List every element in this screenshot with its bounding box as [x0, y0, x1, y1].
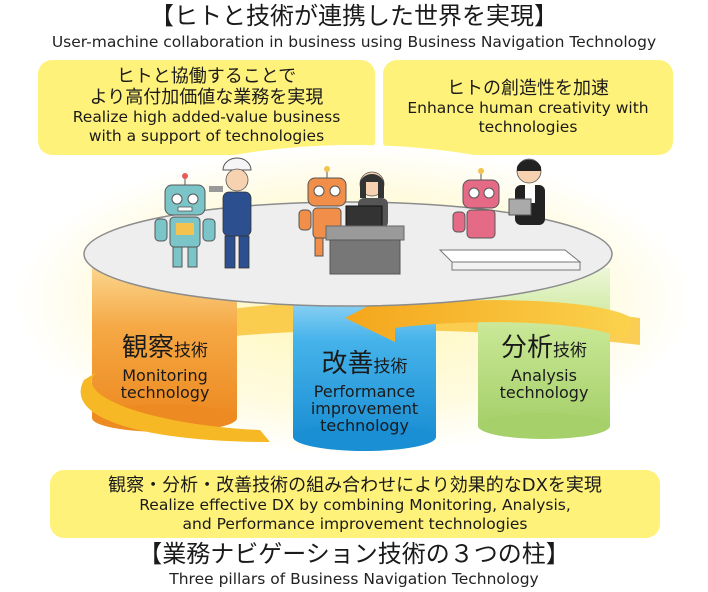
pillar-analysis-en-line1: Analysis — [511, 366, 577, 385]
callout-bottom-en-line1: Realize effective DX by combining Monito… — [139, 496, 571, 514]
callout-left-en-line1: Realize high added-value business — [72, 108, 341, 126]
robot-teal — [154, 173, 216, 268]
cycle-arrow-front — [80, 372, 270, 442]
callout-left-jp-line1: ヒトと協働することで — [116, 66, 297, 87]
worker-person — [209, 157, 252, 269]
man-with-tablet — [508, 158, 545, 225]
woman-at-desk — [325, 171, 405, 275]
pillar-monitoring-en-line2: technology — [120, 383, 210, 402]
callout-bottom-jp-line1: 観察・分析・改善技術の組み合わせにより効果的なDXを実現 — [108, 475, 602, 496]
pillar-analysis-en-line2: technology — [499, 383, 589, 402]
pillar-improvement: 改善技術 Performance improvement technology — [293, 348, 436, 434]
pillar-improvement-en-line3: technology — [320, 416, 409, 435]
page-subtitle: User-machine collaboration in business u… — [51, 33, 657, 51]
callout-left-en-line2: with a support of technologies — [88, 127, 325, 145]
pillar-improvement-en-line2: improvement — [310, 399, 419, 418]
footer-title: 【業務ナビゲーション技術の３つの柱】 — [138, 540, 570, 568]
pillar-analysis-jp: 分析技術 — [500, 333, 587, 363]
pillar-monitoring: 観察技術 Monitoring technology — [95, 332, 235, 401]
callout-right-en-line2: technologies — [478, 118, 578, 136]
pillar-monitoring-jp: 観察技術 — [121, 333, 208, 363]
callout-bottom-en-line2: and Performance improvement technologies — [182, 515, 528, 533]
callout-high-value-business: ヒトと協働することで より高付加価値な業務を実現 Realize high ad… — [38, 60, 375, 155]
callout-human-creativity: ヒトの創造性を加速 Enhance human creativity with … — [383, 60, 673, 155]
white-table — [438, 249, 582, 271]
pillar-improvement-en-line1: Performance — [313, 382, 416, 401]
footer-subtitle: Three pillars of Business Navigation Tec… — [169, 570, 539, 588]
robot-pink — [452, 168, 500, 239]
page-title: 【ヒトと技術が連携した世界を実現】 — [150, 2, 558, 30]
pillar-monitoring-en-line1: Monitoring — [122, 366, 208, 385]
pillar-analysis: 分析技術 Analysis technology — [478, 332, 610, 401]
callout-effective-dx: 観察・分析・改善技術の組み合わせにより効果的なDXを実現 Realize eff… — [50, 470, 660, 538]
callout-right-en-line1: Enhance human creativity with — [407, 99, 649, 117]
callout-left-jp-line2: より高付加価値な業務を実現 — [89, 87, 324, 108]
pillar-improvement-jp: 改善技術 — [321, 349, 408, 379]
callout-right-jp-line1: ヒトの創造性を加速 — [447, 78, 609, 99]
